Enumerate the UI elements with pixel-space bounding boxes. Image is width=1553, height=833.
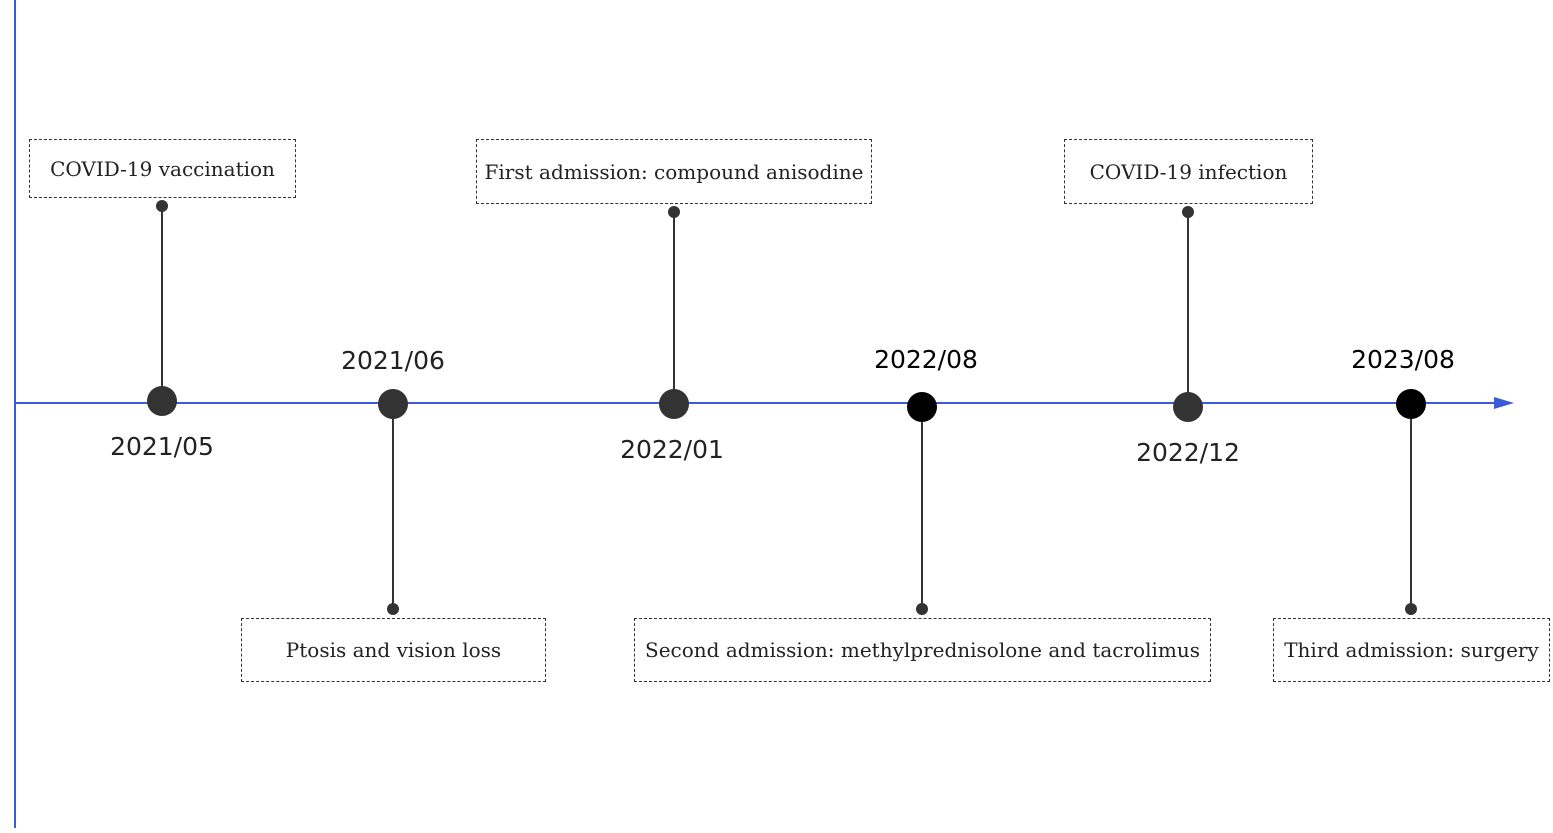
date-label: 2021/06 xyxy=(341,346,445,375)
timeline-node xyxy=(1173,392,1203,422)
connector-dot xyxy=(1182,206,1194,218)
event-2022-01: 2022/01 xyxy=(620,206,724,464)
connector-dot xyxy=(1405,603,1417,615)
event-2022-12: 2022/12 xyxy=(1136,206,1240,467)
date-label: 2022/08 xyxy=(874,345,978,374)
event-box-covid-infection: COVID-19 infection xyxy=(1064,139,1313,204)
connector-dot xyxy=(916,603,928,615)
date-label: 2022/12 xyxy=(1136,438,1240,467)
date-label: 2022/01 xyxy=(620,435,724,464)
event-2022-08: 2022/08 xyxy=(874,345,978,615)
event-2021-05: 2021/05 xyxy=(110,200,214,461)
event-box-covid-vaccination: COVID-19 vaccination xyxy=(29,139,296,198)
timeline-node xyxy=(147,386,177,416)
connector-dot xyxy=(156,200,168,212)
date-label: 2023/08 xyxy=(1351,345,1455,374)
event-box-first-admission: First admission: compound anisodine xyxy=(476,139,872,204)
connector-dot xyxy=(668,206,680,218)
event-box-third-admission: Third admission: surgery xyxy=(1273,618,1550,682)
axis-arrowhead xyxy=(1494,397,1514,409)
event-2021-06: 2021/06 xyxy=(341,346,445,615)
date-label: 2021/05 xyxy=(110,432,214,461)
timeline-node xyxy=(1396,389,1426,419)
event-2023-08: 2023/08 xyxy=(1351,345,1455,615)
timeline-node xyxy=(378,389,408,419)
timeline-node xyxy=(907,392,937,422)
event-box-second-admission: Second admission: methylprednisolone and… xyxy=(634,618,1211,682)
event-box-ptosis-vision-loss: Ptosis and vision loss xyxy=(241,618,546,682)
connector-dot xyxy=(387,603,399,615)
timeline-node xyxy=(659,389,689,419)
